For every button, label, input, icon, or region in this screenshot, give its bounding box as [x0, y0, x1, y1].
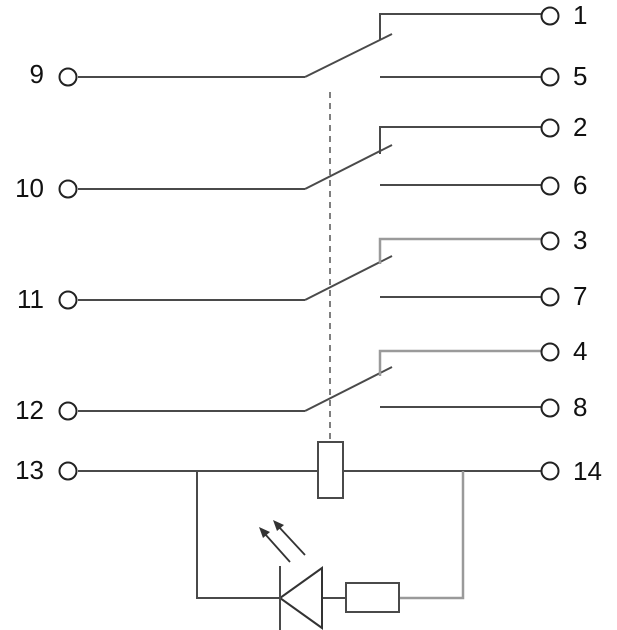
- terminal-5: [540, 67, 560, 87]
- contact-group-3: [78, 237, 541, 301]
- terminal-8: [540, 398, 560, 418]
- terminal-9: [58, 67, 78, 87]
- nc-wire-2: [379, 126, 541, 154]
- terminal-label-4: 4: [573, 336, 587, 366]
- terminal-4: [540, 342, 560, 362]
- terminal-13: [58, 461, 78, 481]
- terminal-3: [540, 231, 560, 251]
- terminal-label-2: 2: [573, 112, 587, 142]
- terminal-label-9: 9: [30, 59, 44, 89]
- terminal-label-6: 6: [573, 170, 587, 200]
- terminal-1: [540, 6, 560, 26]
- terminal-7: [540, 287, 560, 307]
- switch-blade-4: [304, 366, 393, 412]
- terminal-2: [540, 118, 560, 138]
- terminal-label-12: 12: [15, 395, 44, 425]
- terminal-label-10: 10: [15, 173, 44, 203]
- terminal-label-5: 5: [573, 61, 587, 91]
- terminal-label-7: 7: [573, 281, 587, 311]
- terminal-label-14: 14: [573, 456, 602, 486]
- terminal-label-13: 13: [15, 455, 44, 485]
- terminal-10: [58, 179, 78, 199]
- contact-group-4: [78, 349, 541, 412]
- light-emission-arrows-icon: [259, 520, 306, 563]
- nc-wire-1: [379, 13, 541, 40]
- nc-wire-4: [378, 349, 541, 376]
- terminal-label-1: 1: [573, 0, 587, 30]
- terminal-6: [540, 176, 560, 196]
- right-terminals: [540, 6, 560, 481]
- led-diode-icon: [278, 566, 323, 630]
- coil-circuit: [78, 441, 541, 630]
- switch-blade-2: [304, 144, 393, 190]
- contact-group-1: [78, 13, 541, 78]
- switch-blade-1: [304, 33, 393, 78]
- nc-wire-3: [378, 237, 541, 264]
- left-terminals: [58, 67, 78, 481]
- contact-group-2: [78, 126, 541, 190]
- terminal-label-11: 11: [17, 284, 44, 314]
- terminal-14: [540, 461, 560, 481]
- terminal-label-3: 3: [573, 225, 587, 255]
- switch-blade-3: [304, 255, 393, 301]
- resistor: [345, 582, 400, 613]
- led-branch-right: [400, 471, 465, 600]
- led-branch-left: [196, 471, 280, 599]
- terminal-label-8: 8: [573, 392, 587, 422]
- relay-coil: [317, 441, 344, 499]
- terminal-11: [58, 290, 78, 310]
- terminal-12: [58, 401, 78, 421]
